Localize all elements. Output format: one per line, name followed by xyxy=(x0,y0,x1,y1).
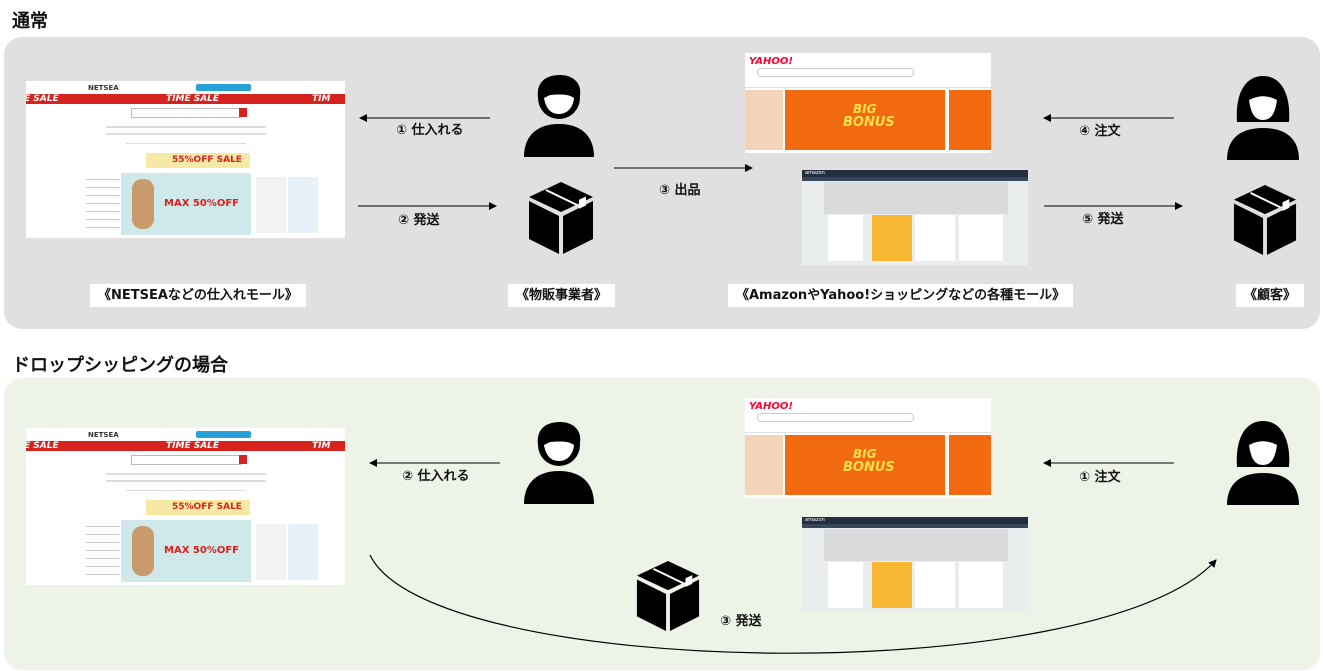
netsea-pct-banner: 55%OFF SALE xyxy=(172,503,242,512)
customer-person-icon xyxy=(1225,417,1301,509)
yahoo-big-text: BIG xyxy=(853,103,876,115)
package-box-icon xyxy=(635,558,701,638)
amazon-screenshot-normal: amazon xyxy=(802,170,1028,265)
amazon-screenshot-dropship: amazon xyxy=(802,517,1028,612)
label-netsea: 《NETSEAなどの仕入れモール》 xyxy=(90,284,306,307)
netsea-logo: NETSEA xyxy=(88,431,119,439)
netsea-sale-left: E SALE xyxy=(26,441,59,451)
yahoo-bonus-text: BONUS xyxy=(843,116,895,129)
step-normal-3: ③ 出品 xyxy=(659,184,701,197)
step-normal-2: ② 発送 xyxy=(398,214,440,227)
step-normal-5: ⑤ 発送 xyxy=(1082,213,1124,226)
seller-person-icon xyxy=(520,419,598,508)
netsea-sale-center: TIME SALE xyxy=(166,94,219,104)
step-normal-1: ① 仕入れる xyxy=(396,124,464,137)
section-title-dropship: ドロップシッピングの場合 xyxy=(12,351,228,377)
customer-person-icon xyxy=(1225,72,1301,164)
label-seller: 《物販事業者》 xyxy=(508,284,615,307)
netsea-screenshot-normal: NETSEA E SALE TIME SALE TIM 55%OFF SALE … xyxy=(26,81,345,238)
seller-person-icon xyxy=(520,72,598,161)
amazon-logo: amazon xyxy=(805,517,825,523)
netsea-sale-left: E SALE xyxy=(26,94,59,104)
label-malls: 《AmazonやYahoo!ショッピングなどの各種モール》 xyxy=(728,284,1073,307)
yahoo-bonus-text: BONUS xyxy=(843,461,895,474)
yahoo-screenshot-dropship: YAHOO! BIG BONUS xyxy=(745,398,991,498)
netsea-pct-banner: 55%OFF SALE xyxy=(172,156,242,165)
step-dropship-2: ② 仕入れる xyxy=(402,470,470,483)
yahoo-logo: YAHOO! xyxy=(749,56,793,67)
section-title-normal: 通常 xyxy=(12,7,48,33)
amazon-logo: amazon xyxy=(805,170,825,176)
yahoo-big-text: BIG xyxy=(853,448,876,460)
netsea-logo: NETSEA xyxy=(88,84,119,92)
netsea-screenshot-dropship: NETSEA E SALE TIME SALE TIM 55%OFF SALE … xyxy=(26,428,345,585)
netsea-sale-center: TIME SALE xyxy=(166,441,219,451)
netsea-max-banner: MAX 50%OFF xyxy=(164,546,239,556)
step-dropship-1: ① 注文 xyxy=(1079,471,1121,484)
yahoo-screenshot-normal: YAHOO! BIG BONUS xyxy=(745,53,991,153)
label-customer: 《顧客》 xyxy=(1236,284,1304,307)
package-box-icon xyxy=(527,180,595,260)
step-normal-4: ④ 注文 xyxy=(1079,125,1121,138)
step-dropship-3: ③ 発送 xyxy=(720,615,762,628)
delivered-package-box-icon xyxy=(1232,183,1298,261)
yahoo-logo: YAHOO! xyxy=(749,401,793,412)
netsea-max-banner: MAX 50%OFF xyxy=(164,199,239,209)
